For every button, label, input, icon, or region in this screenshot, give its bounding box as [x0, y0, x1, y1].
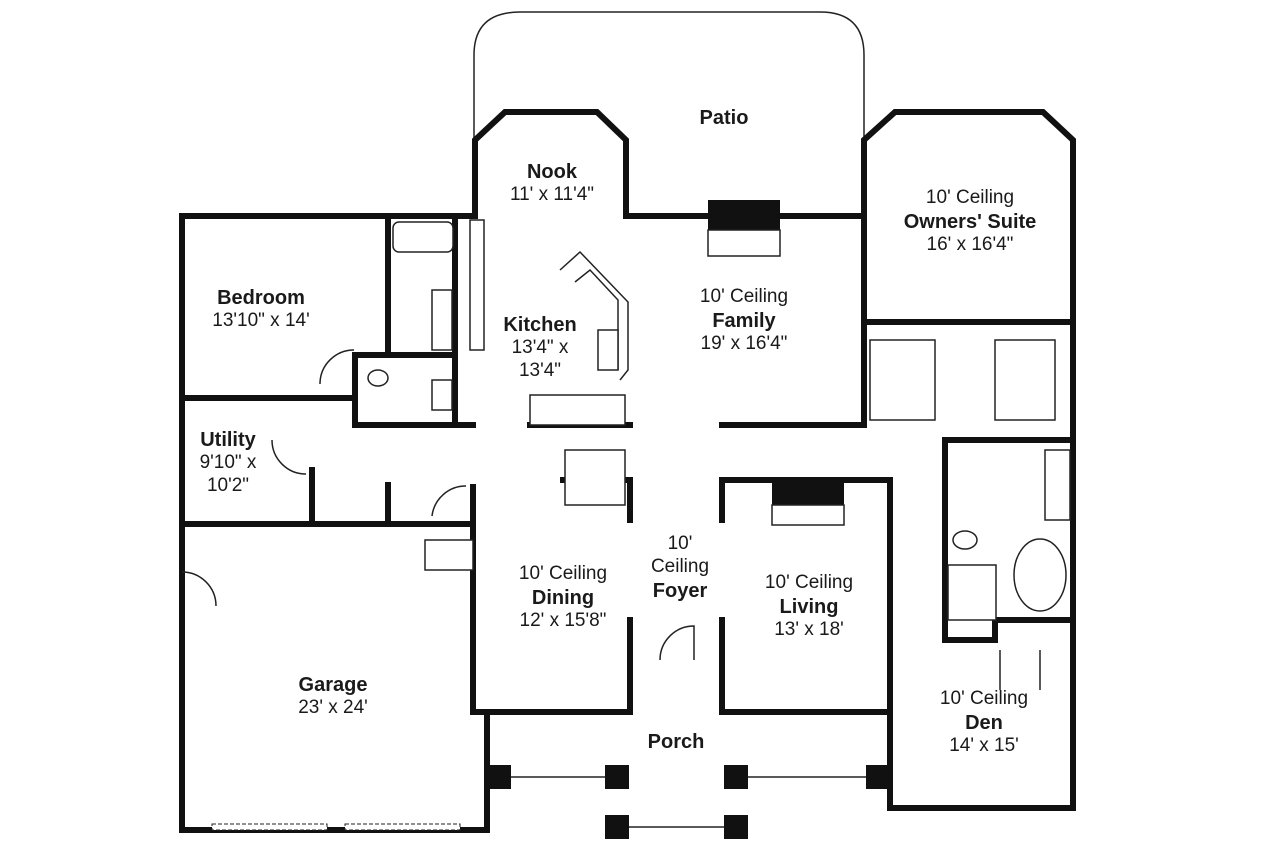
room-dining: 10' Ceiling Dining 12' x 15'8" [519, 563, 607, 633]
room-name: Foyer [652, 579, 708, 602]
room-bedroom: Bedroom 13'10" x 14' [212, 286, 309, 333]
room-name: Den [965, 711, 1003, 734]
porch-posts [487, 765, 890, 839]
room-nook: Nook 11' x 11'4" [510, 160, 594, 207]
room-size: 16' x 16'4" [926, 233, 1014, 255]
room-name: Utility [200, 429, 256, 451]
room-ceiling: 10' Ceiling [699, 286, 789, 307]
room-living: 10' Ceiling Living 13' x 18' [765, 572, 853, 642]
fireplaces [707, 200, 845, 526]
room-name: Dining [531, 586, 595, 609]
room-size: 19' x 16'4" [700, 332, 788, 354]
room-den: 10' Ceiling Den 14' x 15' [940, 688, 1028, 758]
room-size-line1: 9'10" x [199, 452, 257, 473]
room-porch: Porch [648, 730, 705, 754]
room-ceiling-line2: Ceiling [650, 555, 710, 577]
room-name: Kitchen [503, 314, 577, 336]
garage-door [211, 823, 461, 831]
room-garage: Garage 23' x 24' [298, 673, 368, 720]
room-size: 13' x 18' [774, 618, 844, 640]
room-name: Bedroom [217, 287, 305, 309]
room-foyer: 10' Ceiling Foyer [651, 533, 709, 603]
room-utility: Utility 9'10" x 10'2" [200, 428, 257, 498]
room-kitchen: Kitchen 13'4" x 13'4" [503, 313, 576, 383]
door-swings [181, 349, 1041, 690]
room-name: Living [779, 595, 839, 618]
room-ceiling: 10' Ceiling [925, 187, 1015, 208]
room-family: 10' Ceiling Family 19' x 16'4" [700, 286, 788, 356]
room-ceiling: 10' Ceiling [518, 563, 608, 584]
room-name: Porch [647, 731, 705, 753]
room-name: Owners' Suite [903, 210, 1037, 233]
room-owners-suite: 10' Ceiling Owners' Suite 16' x 16'4" [904, 187, 1037, 257]
room-size-line1: 13'4" x [511, 337, 569, 358]
room-size: 11' x 11'4" [509, 184, 595, 205]
room-size-line2: 13'4" [518, 359, 562, 381]
room-ceiling: 10' Ceiling [939, 688, 1029, 709]
room-name: Nook [526, 161, 577, 183]
room-size: 13'10" x 14' [212, 310, 310, 331]
room-ceiling: 10' Ceiling [764, 572, 854, 593]
closets [424, 339, 1056, 571]
patio-outline [473, 11, 865, 145]
room-ceiling-line1: 10' [667, 533, 693, 554]
room-patio: Patio [700, 106, 749, 130]
room-name: Family [712, 309, 776, 332]
interior-walls [179, 213, 1076, 643]
room-size-line2: 10'2" [206, 474, 250, 496]
kitchen-counters [469, 219, 629, 426]
bath-fixtures [367, 221, 1071, 621]
room-name: Patio [699, 107, 749, 129]
room-name: Garage [298, 674, 368, 696]
room-size: 12' x 15'8" [519, 609, 607, 631]
room-size: 14' x 15' [949, 734, 1019, 756]
room-size: 23' x 24' [298, 697, 368, 718]
